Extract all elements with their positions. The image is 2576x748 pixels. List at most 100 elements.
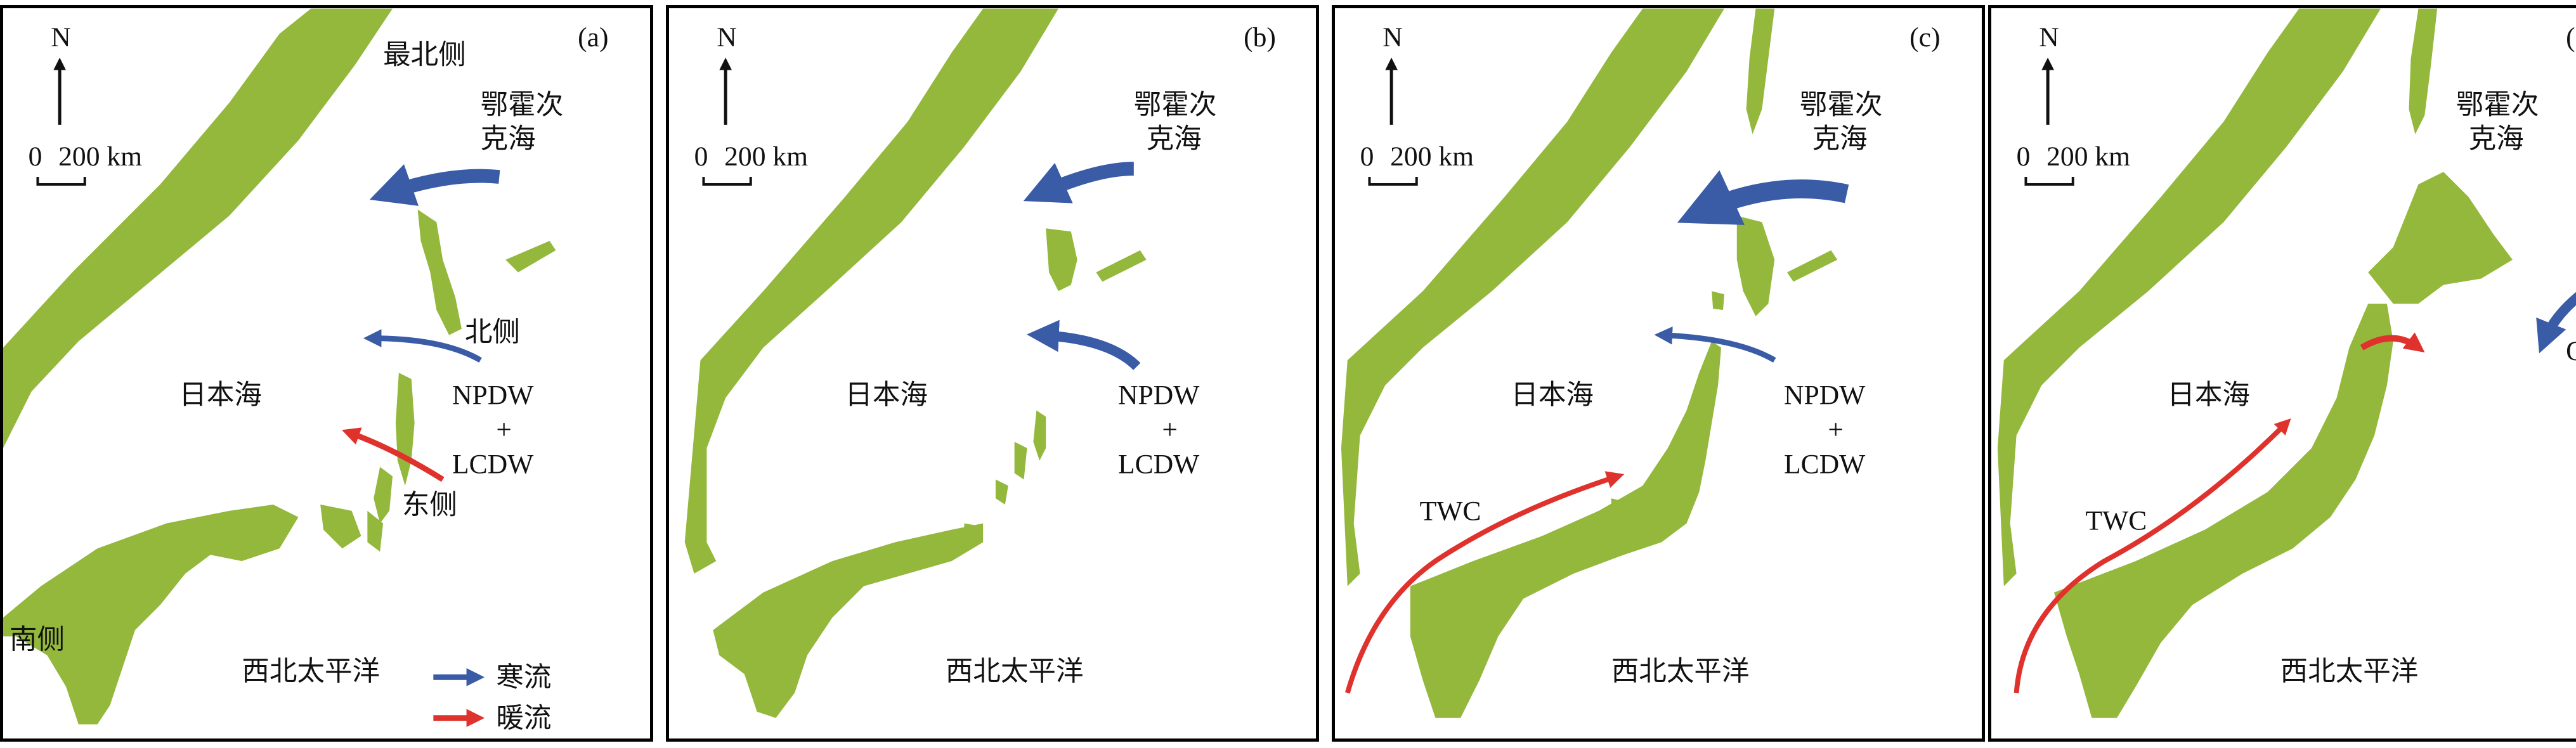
cold-current-arrow-okhotsk (369, 164, 500, 206)
southwest-landmass (713, 523, 984, 718)
panel-id: (d) (2566, 22, 2576, 53)
continent-landmass (684, 8, 1058, 574)
okhotsk-line2: 克海 (2469, 123, 2524, 155)
north-label: N (2039, 22, 2059, 53)
scale-bar-icon (1368, 177, 1418, 186)
small-island-ne (1787, 250, 1838, 282)
label-nw-pacific: 西北太平洋 (242, 655, 380, 687)
northern-island (2409, 8, 2438, 134)
map-d: N 0 200 km (d) 鄂霍次 克海 日本海 TWC OC 西北太平洋 (1997, 8, 2576, 718)
scale-text: 200 km (724, 141, 808, 172)
scale-text: 200 km (58, 141, 142, 172)
island-fragment-1 (1712, 291, 1724, 310)
label-nw-pacific: 西北太平洋 (2280, 655, 2419, 687)
label-npdw: NPDW (1784, 380, 1866, 411)
island-fragment-2 (367, 510, 384, 552)
label-twc: TWC (2086, 506, 2147, 536)
map-a: N 0 200 km (a) 最北侧 鄂霍次 克海 北侧 NPDW + LCDW… (3, 8, 608, 735)
okhotsk-line1: 鄂霍次 (1134, 89, 1217, 121)
island-fragment-1 (1033, 410, 1046, 461)
scale-text: 200 km (2046, 141, 2130, 172)
cold-current-arrow-north (1027, 319, 1141, 370)
southwest-landmass (3, 504, 299, 725)
label-northernmost: 最北侧 (383, 39, 466, 71)
north-label: N (717, 22, 736, 53)
cold-current-arrow-north (363, 329, 482, 363)
warm-current-arrow-twc (2013, 418, 2291, 693)
hokkaido-like-island (2368, 172, 2513, 304)
label-plus: + (1828, 415, 1844, 445)
continent-landmass (1997, 8, 2381, 586)
label-sea-of-japan: 日本海 (2167, 380, 2250, 411)
island-fragment-2 (1014, 441, 1027, 480)
japan-main-arc (2054, 304, 2393, 718)
cold-current-arrow-okhotsk (1023, 162, 1134, 203)
label-sea-of-japan: 日本海 (1511, 380, 1594, 411)
label-nw-pacific: 西北太平洋 (946, 655, 1084, 687)
island-honshu-mid (374, 467, 393, 524)
panel-a: N 0 200 km (a) 最北侧 鄂霍次 克海 北侧 NPDW + LCDW… (0, 5, 653, 742)
japan-main-arc (1410, 341, 1722, 718)
label-sea-of-japan: 日本海 (845, 380, 928, 411)
scale-text: 200 km (1390, 141, 1474, 172)
warm-current-arrow-twc (1344, 471, 1625, 694)
warm-current-arrow-strait (2360, 332, 2425, 352)
panel-id: (c) (1909, 22, 1940, 53)
cold-current-arrow-oc (2536, 292, 2576, 354)
label-north-side: 北侧 (465, 316, 520, 348)
scale-zero: 0 (1360, 141, 1374, 172)
small-island-ne (505, 241, 556, 273)
panel-id: (b) (1244, 22, 1276, 53)
warm-current-arrow-east (341, 427, 445, 482)
island-fragment-2 (1611, 498, 1637, 524)
scale-bar-icon (702, 177, 752, 186)
panel-b: N 0 200 km (b) 鄂霍次 克海 NPDW + LCDW 日本海 西北… (666, 5, 1319, 742)
label-south-side: 南侧 (10, 624, 65, 656)
island-honshu-north (395, 373, 415, 486)
label-plus: + (496, 415, 512, 445)
northern-island (1046, 228, 1077, 292)
okhotsk-line1: 鄂霍次 (481, 89, 564, 121)
okhotsk-line1: 鄂霍次 (1800, 89, 1883, 121)
label-twc: TWC (1420, 496, 1481, 527)
cold-current-arrow-okhotsk (1677, 170, 1849, 225)
label-lcdw: LCDW (452, 449, 534, 479)
legend-cold-label: 寒流 (496, 662, 551, 693)
island-fragment-1 (320, 504, 361, 549)
continent-landmass (1341, 8, 1724, 586)
label-east-side: 东侧 (402, 489, 457, 521)
okhotsk-line2: 克海 (1147, 123, 1202, 155)
legend-warm-label: 暖流 (496, 703, 551, 735)
label-sea-of-japan: 日本海 (179, 380, 262, 411)
cold-current-arrow-north (1654, 326, 1776, 363)
north-label: N (1382, 22, 1402, 53)
label-lcdw: LCDW (1118, 449, 1200, 479)
northern-island (417, 209, 462, 335)
island-fragment-3 (995, 479, 1008, 505)
small-island-ne (1096, 250, 1147, 282)
label-plus: + (1162, 415, 1178, 445)
island-fragment-4 (964, 523, 984, 539)
label-oc: OC (2566, 336, 2576, 366)
panel-id: (a) (578, 22, 608, 53)
northern-island (1746, 8, 1775, 134)
panel-c: N 0 200 km (c) 鄂霍次 克海 NPDW + LCDW 日本海 TW… (1332, 5, 1985, 742)
scale-bar-icon (2024, 177, 2074, 186)
scale-zero: 0 (29, 141, 42, 172)
okhotsk-line1: 鄂霍次 (2456, 89, 2539, 121)
label-nw-pacific: 西北太平洋 (1611, 655, 1750, 687)
panel-d: N 0 200 km (d) 鄂霍次 克海 日本海 TWC OC 西北太平洋 (1988, 5, 2576, 742)
scale-zero: 0 (2017, 141, 2031, 172)
label-npdw: NPDW (452, 380, 534, 411)
label-npdw: NPDW (1118, 380, 1200, 411)
scale-bar-icon (36, 177, 86, 186)
continent-landmass (3, 8, 393, 448)
map-c: N 0 200 km (c) 鄂霍次 克海 NPDW + LCDW 日本海 TW… (1341, 8, 1940, 718)
north-label: N (51, 22, 70, 53)
map-b: N 0 200 km (b) 鄂霍次 克海 NPDW + LCDW 日本海 西北… (684, 8, 1276, 718)
label-lcdw: LCDW (1784, 449, 1866, 479)
hokkaido-like-island (1736, 216, 1775, 316)
okhotsk-line2: 克海 (1812, 123, 1868, 155)
okhotsk-line2: 克海 (481, 123, 536, 155)
scale-zero: 0 (694, 141, 708, 172)
